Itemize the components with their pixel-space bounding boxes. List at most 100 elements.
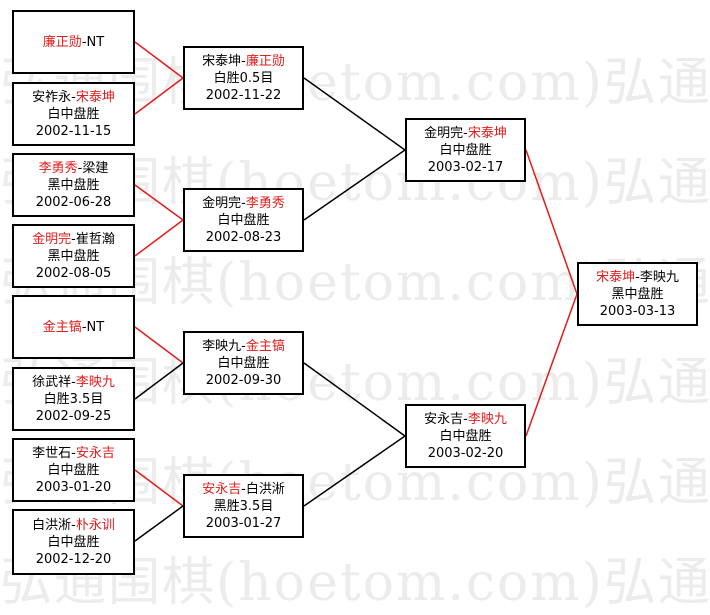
match-players: 金明完-宋泰坤 (424, 125, 507, 142)
match-box-r1-8: 白洪淅-朴永训 白中盘胜 2002-12-20 (12, 509, 135, 575)
player-b: 廉正勋 (245, 53, 285, 69)
separator: - (463, 125, 468, 141)
match-result: 白中盘胜 (217, 212, 270, 228)
separator: - (71, 517, 76, 533)
match-players: 金明完-崔哲瀚 (32, 231, 115, 248)
player-b: 金主镐 (245, 338, 285, 354)
separator: - (71, 374, 76, 390)
player-b: NT (86, 319, 105, 335)
separator: - (71, 231, 76, 247)
connector-line (134, 505, 184, 542)
player-b: 梁建 (82, 160, 109, 176)
match-players: 李勇秀-梁建 (39, 160, 109, 177)
player-b: 宋泰坤 (75, 89, 115, 105)
match-players: 安永吉-白洪淅 (202, 481, 285, 498)
player-a: 李映九 (202, 338, 242, 354)
match-box-r3-1: 金明完-宋泰坤 白中盘胜 2003-02-17 (405, 118, 526, 182)
player-b: 李勇秀 (245, 195, 285, 211)
connector-line (303, 149, 406, 221)
player-a: 安永吉 (424, 411, 464, 427)
match-date: 2002-12-20 (35, 551, 112, 567)
player-a: 李勇秀 (38, 160, 78, 176)
player-b: 崔哲瀚 (75, 231, 115, 247)
player-a: 金主镐 (42, 319, 82, 335)
connector-line (134, 219, 184, 257)
player-b: NT (86, 34, 105, 50)
separator: - (81, 34, 87, 50)
match-date: 2003-02-20 (427, 445, 504, 461)
match-box-r2-4: 安永吉-白洪淅 黑胜3.5目 2003-01-27 (183, 474, 304, 538)
match-date: 2002-06-28 (35, 194, 112, 210)
separator: - (463, 411, 468, 427)
match-box-r2-3: 李映九-金主镐 白中盘胜 2002-09-30 (183, 331, 304, 395)
player-b: 安永吉 (75, 445, 115, 461)
connector-line (134, 469, 184, 507)
match-box-r2-2: 金明完-李勇秀 白中盘胜 2002-08-23 (183, 188, 304, 252)
connector-line (134, 77, 184, 115)
player-b: 李映九 (639, 269, 679, 285)
match-players: 白洪淅-朴永训 (32, 517, 115, 534)
match-date: 2003-01-20 (35, 479, 112, 495)
connector-line (303, 362, 406, 437)
player-b: 李映九 (467, 411, 507, 427)
match-result: 白胜0.5目 (213, 70, 274, 86)
match-box-r1-3: 李勇秀-梁建 黑中盘胜 2002-06-28 (12, 153, 135, 217)
player-a: 李世石 (32, 445, 72, 461)
separator: - (81, 319, 87, 335)
player-a: 安祚永 (32, 89, 72, 105)
match-result: 黑中盘胜 (47, 248, 100, 264)
connector-line (134, 362, 184, 400)
separator: - (71, 445, 76, 461)
match-players: 金主镐-NT (43, 319, 104, 336)
player-a: 廉正勋 (42, 34, 82, 50)
separator: - (241, 338, 246, 354)
player-a: 金明完 (32, 231, 72, 247)
match-date: 2002-08-23 (205, 229, 282, 245)
match-result: 黑中盘胜 (47, 177, 100, 193)
match-box-r1-6: 徐武祥-李映九 白胜3.5目 2002-09-25 (12, 367, 135, 431)
player-a: 宋泰坤 (202, 53, 242, 69)
player-b: 白洪淅 (245, 481, 285, 497)
separator: - (241, 53, 246, 69)
match-players: 安永吉-李映九 (424, 411, 507, 428)
match-date: 2003-02-17 (427, 159, 504, 175)
player-a: 金明完 (424, 125, 464, 141)
separator: - (241, 195, 246, 211)
separator: - (71, 89, 76, 105)
match-players: 李映九-金主镐 (202, 338, 285, 355)
player-a: 白洪淅 (32, 517, 72, 533)
match-box-r2-1: 宋泰坤-廉正勋 白胜0.5目 2002-11-22 (183, 46, 304, 110)
connector-line (303, 77, 406, 151)
match-result: 黑中盘胜 (611, 286, 664, 302)
player-a: 徐武祥 (32, 374, 72, 390)
match-result: 白中盘胜 (439, 428, 492, 444)
match-box-r1-4: 金明完-崔哲瀚 黑中盘胜 2002-08-05 (12, 224, 135, 288)
match-box-r1-7: 李世石-安永吉 白中盘胜 2003-01-20 (12, 438, 135, 502)
match-result: 白中盘胜 (47, 534, 100, 550)
connector-line (134, 326, 184, 364)
match-result: 白中盘胜 (47, 106, 100, 122)
match-date: 2002-11-15 (35, 123, 112, 139)
separator: - (241, 481, 246, 497)
match-date: 2003-01-27 (205, 515, 282, 531)
player-b: 朴永训 (75, 517, 115, 533)
match-result: 白胜3.5目 (43, 391, 104, 407)
player-a: 安永吉 (202, 481, 242, 497)
player-b: 宋泰坤 (467, 125, 507, 141)
match-box-final: 宋泰坤-李映九 黑中盘胜 2003-03-13 (577, 262, 698, 326)
match-date: 2003-03-13 (599, 303, 676, 319)
connector-line (525, 149, 578, 295)
player-a: 金明完 (202, 195, 242, 211)
connector-line (134, 41, 184, 79)
match-box-r1-2: 安祚永-宋泰坤 白中盘胜 2002-11-15 (12, 82, 135, 146)
separator: - (77, 160, 83, 176)
connector-line (525, 293, 578, 437)
match-result: 白中盘胜 (47, 462, 100, 478)
match-date: 2002-09-25 (35, 408, 112, 424)
match-box-r1-5: 金主镐-NT (12, 295, 135, 359)
player-b: 李映九 (75, 374, 115, 390)
match-box-r1-1: 廉正勋-NT (12, 10, 135, 74)
match-players: 宋泰坤-李映九 (596, 269, 679, 286)
match-players: 徐武祥-李映九 (32, 374, 115, 391)
bracket-connectors (134, 41, 578, 542)
